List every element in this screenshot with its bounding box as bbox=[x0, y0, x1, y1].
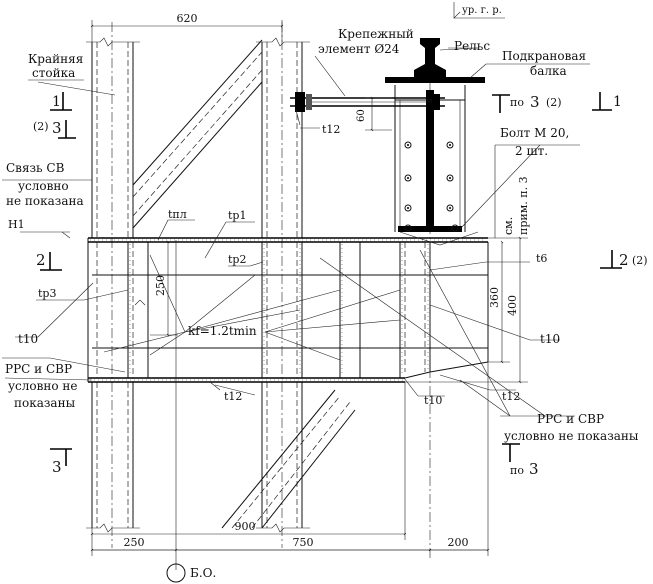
h1-label: Н1 bbox=[8, 218, 25, 231]
crane-beam-label-2: балка bbox=[530, 64, 567, 78]
dim-400: 400 bbox=[506, 295, 519, 316]
left-column bbox=[86, 22, 140, 548]
tpl-label: tпл bbox=[168, 208, 187, 221]
section-2-left: 2 bbox=[36, 251, 46, 269]
svyaz-label-2: условно bbox=[18, 179, 69, 193]
dim-250-bottom: 250 bbox=[124, 536, 145, 549]
section-marks bbox=[40, 2, 622, 583]
rrs-left-1: РРС и СВР bbox=[5, 362, 72, 376]
tp3-label: tр3 bbox=[38, 287, 56, 300]
fastening-label-2: элемент Ø24 bbox=[318, 42, 400, 56]
rrs-left-3: показаны bbox=[14, 396, 76, 410]
level-label: ур. г. р. bbox=[462, 5, 502, 16]
section-3-left-num: (2) bbox=[33, 120, 49, 133]
fastening-label-1: Крепежный bbox=[338, 27, 414, 41]
po-right-bottom: по bbox=[510, 464, 524, 477]
lower-brace bbox=[221, 389, 356, 529]
crane-beam bbox=[385, 62, 485, 560]
bo-label: Б.О. bbox=[190, 566, 216, 580]
dim-200: 200 bbox=[448, 536, 469, 549]
t12-top: t12 bbox=[322, 123, 340, 136]
outer-post-label-1: Крайняя bbox=[28, 52, 83, 66]
dim-360: 360 bbox=[488, 287, 501, 308]
svyaz-label-1: Связь СВ bbox=[6, 161, 65, 175]
t12-bottom-right: t12 bbox=[502, 390, 520, 403]
kf-label: kf=1.2tmin bbox=[188, 324, 257, 338]
bolt-holes bbox=[404, 141, 459, 232]
crane-beam-label-1: Подкрановая bbox=[502, 49, 586, 63]
bolt-label-2: 2 шт. bbox=[515, 144, 548, 158]
dimensions bbox=[90, 20, 528, 570]
upper-brace bbox=[132, 39, 263, 229]
rail-label: Рельс bbox=[454, 39, 490, 53]
t10-bottom: t10 bbox=[424, 394, 442, 407]
section-3-right-top: 3 bbox=[530, 93, 540, 111]
dim-900: 900 bbox=[235, 520, 256, 533]
leaders bbox=[2, 47, 590, 417]
outer-post-label-2: стойка bbox=[32, 66, 75, 80]
dim-60: 60 bbox=[356, 109, 367, 122]
t10-left: t10 bbox=[18, 332, 38, 346]
paren-right-top: (2) bbox=[546, 96, 562, 109]
tp2-label: tр2 bbox=[228, 253, 246, 266]
paren-right-mid: (2) bbox=[632, 254, 648, 267]
section-3-bottom-right: 3 bbox=[529, 460, 539, 478]
dim-750: 750 bbox=[293, 536, 314, 549]
svyaz-label-3: не показана bbox=[6, 194, 84, 208]
t10-right: t10 bbox=[540, 332, 560, 346]
bolt-label-1: Болт М 20, bbox=[500, 126, 569, 140]
see-note-1: см. bbox=[502, 217, 515, 235]
section-3-left: 3 bbox=[52, 119, 62, 137]
right-column bbox=[256, 22, 310, 548]
axis-bubble bbox=[166, 563, 186, 583]
tp1-label: tр1 bbox=[228, 209, 246, 222]
rrs-right-2: условно не показаны bbox=[504, 429, 639, 443]
connection-plate bbox=[87, 237, 489, 383]
t12-bottom: t12 bbox=[224, 390, 242, 403]
see-note-2: прим. п. 3 bbox=[517, 176, 530, 235]
rrs-left-2: условно не bbox=[8, 379, 78, 393]
t6-label: t6 bbox=[536, 252, 547, 265]
dim-250-vertical: 250 bbox=[154, 275, 167, 296]
po-right-top: по bbox=[510, 96, 524, 109]
section-3-bottom-left: 3 bbox=[52, 458, 62, 476]
section-1-right: 1 bbox=[613, 94, 622, 110]
section-1-left: 1 bbox=[52, 94, 61, 110]
fastening-element bbox=[290, 92, 445, 112]
rail bbox=[414, 38, 446, 77]
dim-620: 620 bbox=[177, 12, 198, 25]
rrs-right-1: РРС и СВР bbox=[537, 412, 604, 426]
section-2-right: 2 bbox=[619, 251, 629, 269]
weld-marks bbox=[134, 231, 479, 306]
structure bbox=[86, 22, 489, 560]
annotations: 620 ур. г. р. Крепежный элемент Ø24 Рель… bbox=[5, 5, 648, 580]
